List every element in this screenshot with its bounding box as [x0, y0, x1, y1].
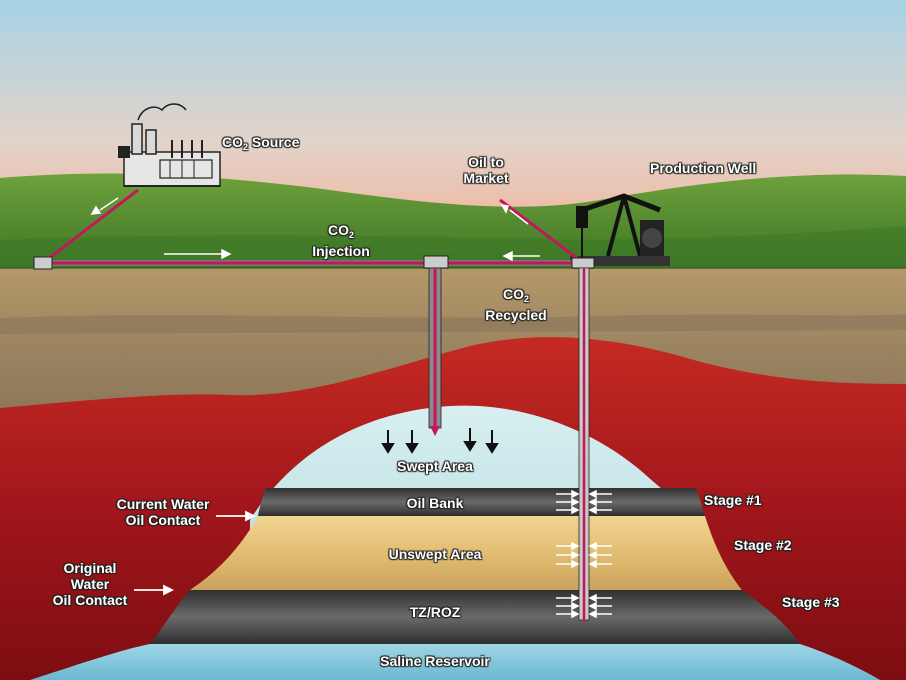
oil-to-market-label: Oil to Market — [463, 154, 509, 186]
flow-arrows — [90, 197, 540, 262]
stage-2-label: Stage #2 — [734, 537, 792, 553]
production-well — [578, 267, 590, 622]
converging-arrows — [556, 489, 612, 619]
production-well-label: Production Well — [650, 160, 757, 176]
co2-recycled-label: CO2 Recycled — [485, 286, 547, 323]
swept-area-label: Swept Area — [397, 458, 473, 474]
hills-shade — [0, 226, 906, 280]
production-wellhead — [571, 257, 595, 269]
saline-layer — [30, 644, 880, 680]
current-water-oil-contact-label: Current Water Oil Contact — [116, 496, 210, 528]
original-water-oil-contact-label: Original Water Oil Contact — [52, 560, 128, 608]
co2-injection-label: CO2 Injection — [312, 222, 370, 259]
down-arrows — [381, 428, 499, 454]
unswept-area-label: Unswept Area — [388, 546, 482, 562]
injection-well — [428, 267, 442, 436]
stage-1-label: Stage #1 — [704, 492, 762, 508]
tz-roz-layer — [150, 590, 800, 644]
tz-roz-label: TZ/ROZ — [409, 604, 461, 620]
unswept-layer — [190, 516, 742, 590]
saline-reservoir-label: Saline Reservoir — [380, 653, 490, 669]
co2-source-label: CO2 Source — [222, 134, 300, 152]
contact-arrows — [134, 510, 257, 596]
soil-stripe — [0, 314, 906, 334]
source-wellhead — [33, 256, 53, 270]
oil-bank-label: Oil Bank — [406, 495, 464, 511]
injection-wellhead — [423, 255, 449, 269]
co2-source-factory-icon — [118, 103, 221, 187]
pump-jack-icon — [570, 193, 670, 266]
stage-3-label: Stage #3 — [782, 594, 840, 610]
pipelines — [43, 188, 583, 266]
